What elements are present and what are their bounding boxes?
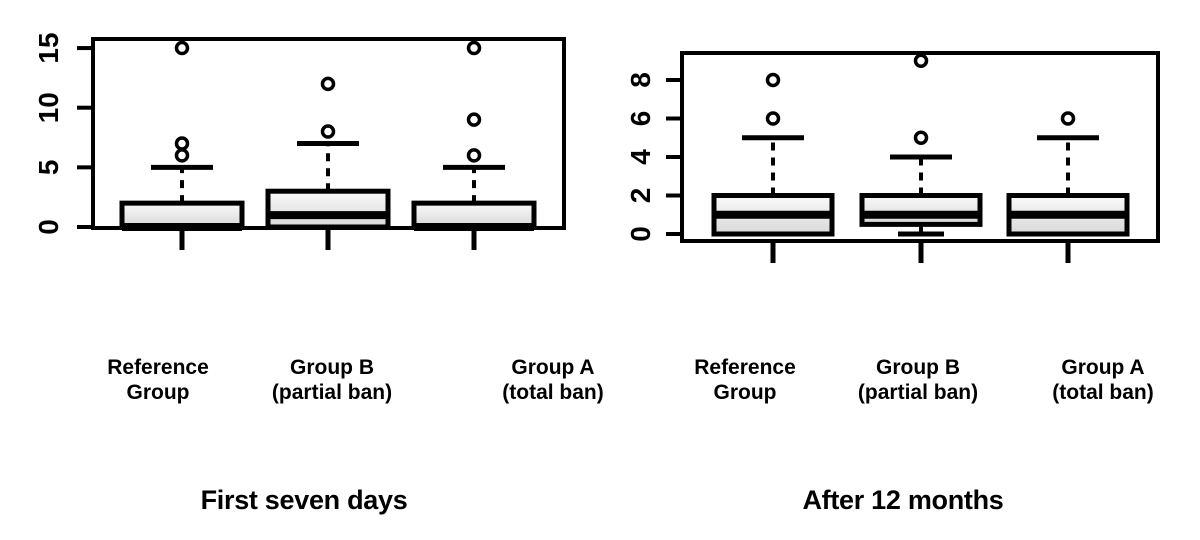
group-label-reference-left: Reference Group bbox=[107, 355, 209, 405]
outlier-point bbox=[765, 72, 781, 88]
y-tick-label: 6 bbox=[625, 111, 656, 127]
group-label-line: Reference bbox=[694, 356, 796, 379]
panel-first-seven-days: 0 5 10 15 bbox=[33, 32, 566, 250]
group-label-line: (partial ban) bbox=[857, 381, 979, 404]
group-label-line: Group bbox=[713, 381, 777, 404]
outlier-point bbox=[320, 124, 336, 139]
group-label-reference-right: Reference Group bbox=[694, 355, 796, 405]
group-label-line: Reference bbox=[107, 356, 209, 379]
panel-title-first-seven-days: First seven days bbox=[200, 485, 408, 515]
y-tick-label: 15 bbox=[33, 32, 64, 63]
outlier-point bbox=[466, 112, 482, 127]
group-label-line: Group B bbox=[290, 356, 374, 379]
outlier-point bbox=[1060, 111, 1076, 126]
group-label-line: (partial ban) bbox=[271, 381, 393, 404]
group-label-line: Group A bbox=[1061, 356, 1145, 379]
outlier-point bbox=[174, 136, 190, 151]
group-label-groupb-right: Group B (partial ban) bbox=[858, 355, 978, 405]
outlier-point bbox=[320, 76, 336, 92]
group-label-groupa-right: Group A (total ban) bbox=[1052, 355, 1153, 405]
panel-after-12-months: 0 2 4 6 8 bbox=[625, 51, 1160, 263]
group-label-line: Group B bbox=[876, 356, 960, 379]
y-tick-label: 8 bbox=[625, 72, 656, 88]
outlier-point bbox=[913, 53, 929, 68]
group-label-groupa-left: Group A (total ban) bbox=[502, 355, 603, 405]
y-tick-label: 2 bbox=[625, 188, 656, 204]
y-tick-label: 5 bbox=[33, 160, 64, 176]
group-label-line: Group bbox=[126, 381, 190, 404]
y-tick-label: 0 bbox=[625, 226, 656, 242]
outlier-point bbox=[174, 148, 190, 163]
outlier-point bbox=[765, 111, 781, 126]
y-tick-label: 0 bbox=[33, 219, 64, 235]
outlier-point bbox=[913, 130, 929, 145]
outlier-point bbox=[466, 40, 482, 56]
group-label-groupb-left: Group B (partial ban) bbox=[272, 355, 392, 405]
y-tick-label: 10 bbox=[33, 92, 64, 123]
group-label-line: (total ban) bbox=[1052, 381, 1154, 404]
iqr-box bbox=[265, 188, 391, 230]
y-tick-label: 4 bbox=[625, 149, 656, 165]
plot-frame bbox=[91, 37, 566, 230]
outlier-point bbox=[174, 40, 190, 56]
iqr-box bbox=[859, 193, 983, 227]
group-label-line: Group A bbox=[511, 356, 595, 379]
outlier-point bbox=[466, 148, 482, 163]
plot-frame bbox=[680, 51, 1160, 243]
group-label-line: (total ban) bbox=[502, 381, 604, 404]
panel-title-after-12-months: After 12 months bbox=[802, 485, 1004, 515]
